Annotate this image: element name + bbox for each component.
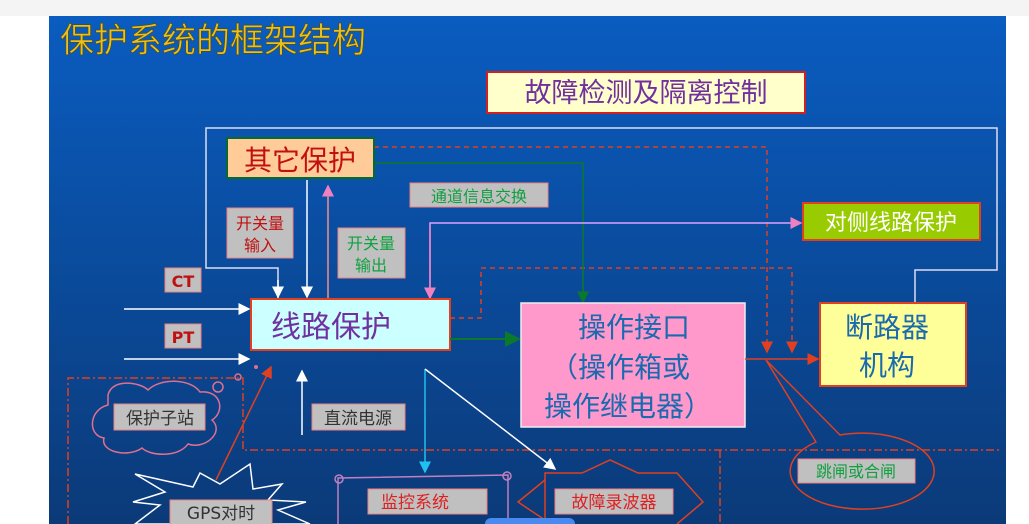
fault-recorder-star: 故障录波器 <box>516 459 705 524</box>
dc-power-label: 直流电源 <box>311 403 406 431</box>
svg-text:跳闸或合闸: 跳闸或合闸 <box>816 462 896 481</box>
svg-text:CT: CT <box>172 272 195 291</box>
feedback-frame-line <box>205 127 998 303</box>
remote-line-protection-box: 对侧线路保护 <box>802 202 981 241</box>
top-bar <box>0 0 1029 16</box>
svg-text:开关量: 开关量 <box>347 234 395 253</box>
gps-arrow <box>215 365 272 481</box>
dashed-line-line <box>450 267 798 354</box>
overlay-pill <box>485 518 575 524</box>
svg-text:操作接口: 操作接口 <box>578 311 690 344</box>
switch-input-label: 开关量 输入 <box>226 207 294 259</box>
svg-text:线路保护: 线路保护 <box>271 310 391 345</box>
header-box: 故障检测及隔离控制 <box>486 71 806 114</box>
svg-text:故障录波器: 故障录波器 <box>572 493 657 513</box>
channel-exchange-label: 通道信息交换 <box>409 182 549 208</box>
other-protection-box: 其它保护 <box>226 137 375 179</box>
svg-text:对侧线路保护: 对侧线路保护 <box>825 211 957 236</box>
trip-callout: 跳闸或合闸 <box>765 359 935 510</box>
recorder-arrow <box>424 368 557 470</box>
monitoring-system-scroll: 监控系统 <box>334 471 512 524</box>
svg-text:开关量: 开关量 <box>236 214 284 233</box>
breaker-box: 断路器 机构 <box>819 302 967 387</box>
slide-title: 保护系统的框架结构 <box>60 21 366 61</box>
svg-text:断路器: 断路器 <box>845 311 929 344</box>
svg-text:PT: PT <box>172 328 195 347</box>
line-protection-box: 线路保护 <box>250 298 451 351</box>
svg-text:GPS对时: GPS对时 <box>187 504 255 524</box>
svg-text:故障检测及隔离控制: 故障检测及隔离控制 <box>525 78 768 109</box>
svg-text:其它保护: 其它保护 <box>244 144 356 177</box>
pt-label: PT <box>164 323 202 349</box>
svg-text:监控系统: 监控系统 <box>381 493 449 513</box>
svg-text:机构: 机构 <box>859 349 915 382</box>
switch-output-label: 开关量 输出 <box>337 227 406 279</box>
substation-boundary <box>67 377 1000 524</box>
ct-label: CT <box>164 267 202 293</box>
svg-text:操作继电器）: 操作继电器） <box>544 390 712 423</box>
svg-text:输入: 输入 <box>244 236 276 255</box>
svg-text:直流电源: 直流电源 <box>324 409 392 429</box>
svg-text:（操作箱或: （操作箱或 <box>550 351 690 384</box>
operation-interface-box: 操作接口 （操作箱或 操作继电器） <box>520 302 746 428</box>
protection-substation-cloud: 保护子站 <box>91 365 258 455</box>
dashed-line-other <box>374 146 773 354</box>
svg-text:输出: 输出 <box>355 256 387 275</box>
green-line-other <box>374 162 589 304</box>
gps-starburst: GPS对时 <box>132 462 311 524</box>
svg-text:保护子站: 保护子站 <box>126 409 194 429</box>
svg-text:通道信息交换: 通道信息交换 <box>431 187 527 206</box>
